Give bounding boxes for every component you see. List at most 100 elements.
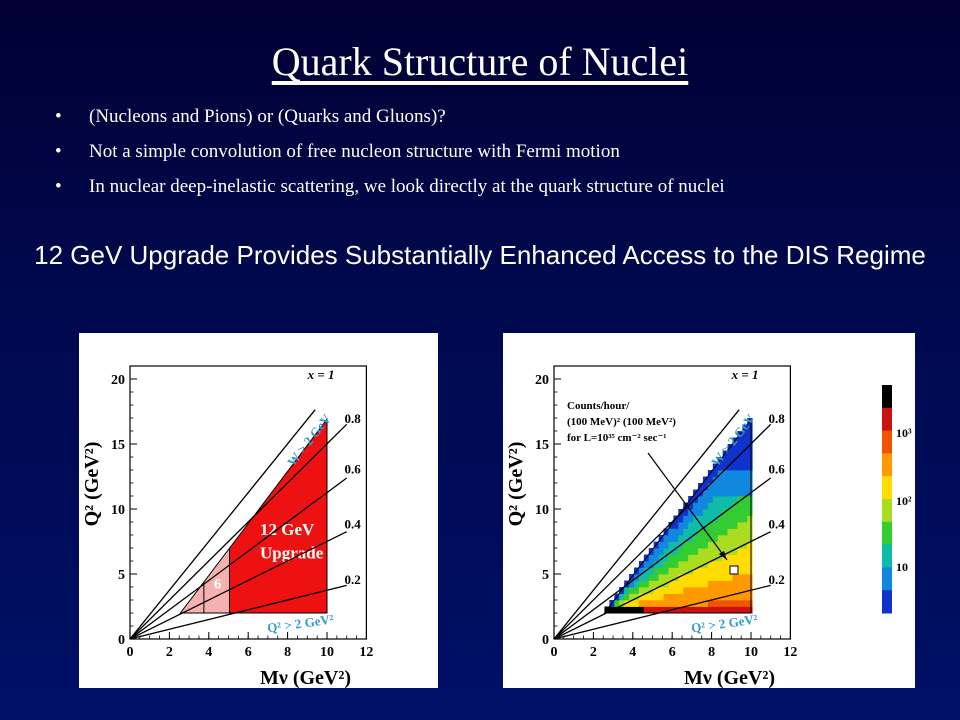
x-tick-label: 10 [744, 645, 758, 660]
heatmap-cell [638, 606, 645, 614]
heatmap-cell [707, 561, 714, 568]
heatmap-cell [747, 476, 753, 484]
heatmap-cell [643, 606, 650, 614]
heatmap-cell [663, 554, 669, 562]
heatmap-cell [737, 580, 743, 588]
heatmap-cell [722, 606, 728, 614]
heatmap-cell [712, 606, 719, 614]
heatmap-cell [698, 574, 704, 581]
heatmap-cell [737, 593, 743, 601]
colorbar-tick-label: 10 [896, 560, 908, 574]
heatmap-cell [638, 574, 645, 581]
heatmap-cell [707, 587, 714, 594]
heatmap-cell [747, 437, 753, 445]
heatmap-cell [673, 587, 679, 594]
heatmap-cell [619, 606, 625, 614]
heatmap-cell [712, 600, 719, 607]
heatmap-cell [693, 541, 699, 549]
heatmap-cell [742, 431, 748, 438]
heatmap-cell [668, 535, 674, 542]
heatmap-cell [663, 593, 669, 601]
heatmap-cell [629, 600, 635, 607]
heatmap-cell [742, 509, 748, 516]
heatmap-cell [653, 574, 660, 581]
heatmap-cell [747, 548, 753, 555]
heatmap-cell [673, 600, 679, 607]
heatmap-cell [702, 567, 709, 575]
heatmap-cell [638, 567, 645, 575]
heatmap-cell [737, 567, 743, 575]
heatmap-cell [663, 535, 669, 542]
heatmap-cell [653, 606, 660, 614]
heatmap-cell [658, 567, 664, 575]
heatmap-cell [727, 470, 733, 477]
heatmap-cell [643, 580, 650, 588]
heatmap-cell [698, 502, 704, 510]
heatmap-cell [722, 535, 728, 542]
bullet-list: (Nucleons and Pions) or (Quarks and Gluo… [55, 106, 725, 211]
heatmap-cell [663, 567, 669, 575]
heatmap-cell [707, 476, 714, 484]
heatmap-cell [717, 600, 724, 607]
heatmap-cell [722, 528, 728, 536]
x-tick-label: 8 [284, 645, 291, 660]
heatmap-cell [737, 606, 743, 614]
x-line-label: 0.6 [344, 462, 361, 477]
y-tick-label: 15 [111, 438, 125, 453]
heatmap-cell [673, 561, 679, 568]
bullet-item: Not a simple convolution of free nucleon… [55, 141, 725, 163]
heatmap-cell [727, 502, 733, 510]
x-constant-line [553, 477, 772, 640]
heatmap-cell [702, 509, 709, 516]
heatmap-cell [742, 554, 748, 562]
heatmap-cell [737, 476, 743, 484]
heatmap-cell [712, 528, 719, 536]
heatmap-cell [619, 593, 625, 601]
heatmap-cell [717, 587, 724, 594]
colorbar-segment [882, 385, 892, 409]
heatmap-cell [678, 554, 684, 562]
heatmap-cell [717, 541, 724, 549]
heatmap-cell [658, 561, 664, 568]
heatmap-cell [673, 580, 679, 588]
heatmap-cell [747, 606, 753, 614]
x-constant-line [553, 409, 740, 640]
heatmap-cell [698, 515, 704, 523]
heatmap-cell [658, 587, 664, 594]
heatmap-cell [693, 535, 699, 542]
heatmap-cell [658, 606, 664, 614]
heatmap-cell [653, 554, 660, 562]
heatmap-cell [707, 509, 714, 516]
heatmap-cell [722, 476, 728, 484]
heatmap-cell [747, 496, 753, 503]
heatmap-cell [702, 574, 709, 581]
heatmap-cell [648, 593, 655, 601]
heatmap-cell [727, 561, 733, 568]
heatmap-cell [629, 580, 635, 588]
heatmap-cell [648, 574, 655, 581]
heatmap-cell [688, 541, 694, 549]
y-tick-label: 5 [542, 568, 549, 583]
heatmap-cell [633, 587, 640, 594]
heatmap-cell [702, 522, 709, 529]
heatmap-cell [737, 548, 743, 555]
heatmap-cell [727, 541, 733, 549]
heatmap-cell [678, 522, 684, 529]
x-line-label: x = 1 [731, 367, 759, 382]
heatmap-cell [678, 580, 684, 588]
heatmap-cell [688, 574, 694, 581]
heatmap-cell [737, 522, 743, 529]
colorbar-segment [882, 544, 892, 568]
heatmap-cell [678, 561, 684, 568]
colorbar-segment [882, 430, 892, 454]
heatmap-cell [717, 567, 724, 575]
heatmap-cell [722, 587, 728, 594]
heatmap-cell [653, 567, 660, 575]
heatmap-cell [712, 522, 719, 529]
y-axis-title: Q² (GeV²) [505, 442, 527, 527]
x-line-label: 0.8 [768, 411, 785, 426]
heatmap-cell [668, 567, 674, 575]
x-tick-label: 4 [205, 645, 212, 660]
region-12gev-label-line2: Upgrade [260, 543, 324, 562]
